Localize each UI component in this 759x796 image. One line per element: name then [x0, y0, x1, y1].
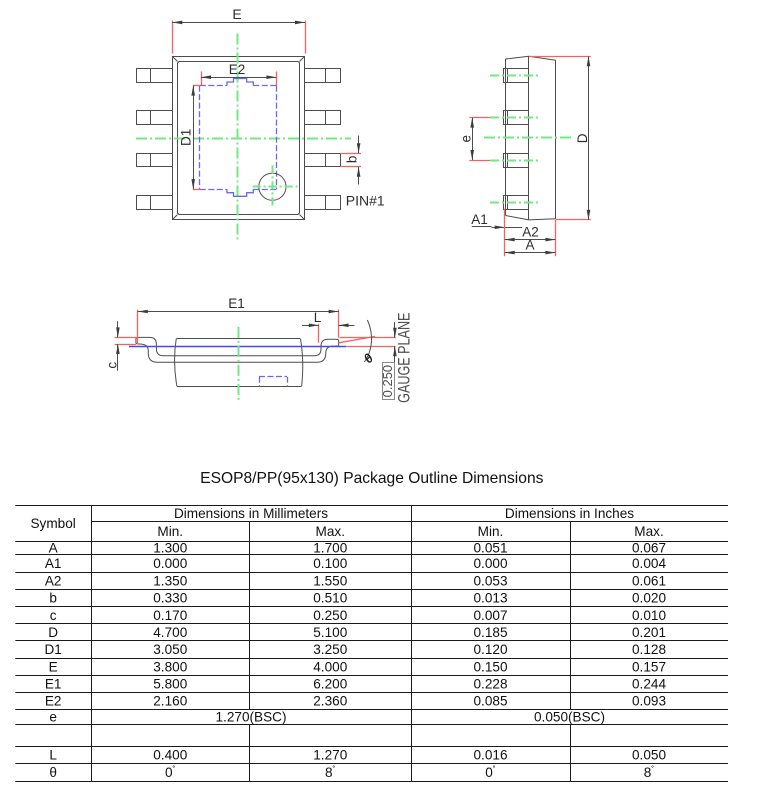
svg-text:D1: D1 [44, 642, 61, 657]
svg-text:0.004: 0.004 [632, 556, 666, 571]
svg-text:0.067: 0.067 [632, 541, 666, 556]
svg-text:0.000: 0.000 [153, 556, 187, 571]
svg-text:c: c [104, 362, 119, 369]
svg-text:0.050(BSC): 0.050(BSC) [534, 710, 605, 725]
svg-text:Dimensions in Millimeters: Dimensions in Millimeters [174, 506, 328, 521]
svg-text:0˚: 0˚ [485, 765, 496, 780]
svg-text:0.053: 0.053 [473, 573, 507, 588]
svg-text:Min.: Min. [157, 524, 183, 539]
svg-text:1.300: 1.300 [153, 541, 187, 556]
svg-text:1.270(BSC): 1.270(BSC) [215, 710, 286, 725]
svg-text:A1: A1 [471, 212, 488, 227]
svg-text:ESOP8/PP(95x130) Package Outli: ESOP8/PP(95x130) Package Outline Dimensi… [200, 470, 543, 487]
svg-text:8˚: 8˚ [325, 765, 336, 780]
svg-text:E: E [49, 659, 58, 674]
svg-text:b: b [49, 591, 57, 606]
svg-text:0.120: 0.120 [473, 642, 507, 657]
svg-text:0.250: 0.250 [313, 608, 347, 623]
svg-text:Dimensions in Inches: Dimensions in Inches [505, 506, 634, 521]
svg-text:D1: D1 [178, 129, 193, 146]
svg-text:0.201: 0.201 [632, 625, 666, 640]
svg-text:L: L [314, 310, 322, 325]
svg-text:0.185: 0.185 [473, 625, 507, 640]
svg-text:e: e [459, 135, 474, 143]
svg-text:b: b [345, 156, 360, 164]
svg-text:E2: E2 [229, 62, 246, 77]
svg-text:1.700: 1.700 [313, 541, 347, 556]
svg-text:Max.: Max. [316, 524, 345, 539]
svg-text:2.360: 2.360 [313, 694, 347, 709]
svg-text:D: D [575, 133, 590, 143]
svg-text:0.228: 0.228 [473, 676, 507, 691]
svg-text:0.093: 0.093 [632, 694, 666, 709]
svg-text:0.100: 0.100 [313, 556, 347, 571]
svg-text:0.150: 0.150 [473, 659, 507, 674]
svg-text:A2: A2 [522, 225, 539, 240]
svg-text:2.160: 2.160 [153, 694, 187, 709]
svg-text:D: D [48, 625, 58, 640]
svg-text:e: e [49, 710, 57, 725]
svg-text:E1: E1 [45, 676, 62, 691]
svg-text:0˚: 0˚ [165, 765, 176, 780]
svg-text:0.510: 0.510 [313, 591, 347, 606]
svg-text:A1: A1 [45, 556, 62, 571]
svg-text:4.700: 4.700 [153, 625, 187, 640]
svg-text:1.550: 1.550 [313, 573, 347, 588]
svg-text:θ: θ [361, 351, 377, 367]
svg-text:E: E [232, 6, 241, 22]
svg-text:0.020: 0.020 [632, 591, 666, 606]
svg-text:0.170: 0.170 [153, 608, 187, 623]
svg-text:0.050: 0.050 [632, 747, 666, 762]
svg-text:4.000: 4.000 [313, 659, 347, 674]
svg-text:0.010: 0.010 [632, 608, 666, 623]
svg-text:3.800: 3.800 [153, 659, 187, 674]
svg-text:5.800: 5.800 [153, 676, 187, 691]
svg-text:0.330: 0.330 [153, 591, 187, 606]
svg-text:0.007: 0.007 [473, 608, 507, 623]
svg-text:c: c [50, 608, 57, 623]
svg-text:1.350: 1.350 [153, 573, 187, 588]
svg-text:A: A [525, 238, 534, 253]
svg-text:0.061: 0.061 [632, 573, 666, 588]
svg-text:3.050: 3.050 [153, 642, 187, 657]
svg-text:GAUGE PLANE: GAUGE PLANE [396, 312, 414, 402]
svg-text:0.157: 0.157 [632, 659, 666, 674]
svg-text:0.250: 0.250 [380, 365, 395, 398]
svg-text:0.000: 0.000 [473, 556, 507, 571]
svg-text:6.200: 6.200 [313, 676, 347, 691]
svg-text:0.085: 0.085 [473, 694, 507, 709]
svg-text:E2: E2 [45, 694, 62, 709]
svg-text:0.400: 0.400 [153, 747, 187, 762]
svg-text:L: L [49, 747, 57, 762]
svg-text:θ: θ [49, 765, 57, 780]
svg-text:Max.: Max. [634, 524, 663, 539]
svg-text:A2: A2 [45, 573, 62, 588]
svg-text:0.128: 0.128 [632, 642, 666, 657]
svg-text:A: A [49, 541, 59, 556]
svg-text:8˚: 8˚ [644, 765, 655, 780]
svg-text:0.013: 0.013 [473, 591, 507, 606]
svg-text:3.250: 3.250 [313, 642, 347, 657]
svg-text:0.051: 0.051 [473, 541, 507, 556]
svg-text:1.270: 1.270 [313, 747, 347, 762]
svg-text:Symbol: Symbol [30, 516, 75, 531]
svg-text:0.244: 0.244 [632, 676, 666, 691]
svg-text:0.016: 0.016 [473, 747, 507, 762]
svg-text:5.100: 5.100 [313, 625, 347, 640]
svg-text:Min.: Min. [478, 524, 504, 539]
svg-text:E1: E1 [228, 296, 245, 311]
svg-text:PIN#1: PIN#1 [346, 193, 385, 209]
